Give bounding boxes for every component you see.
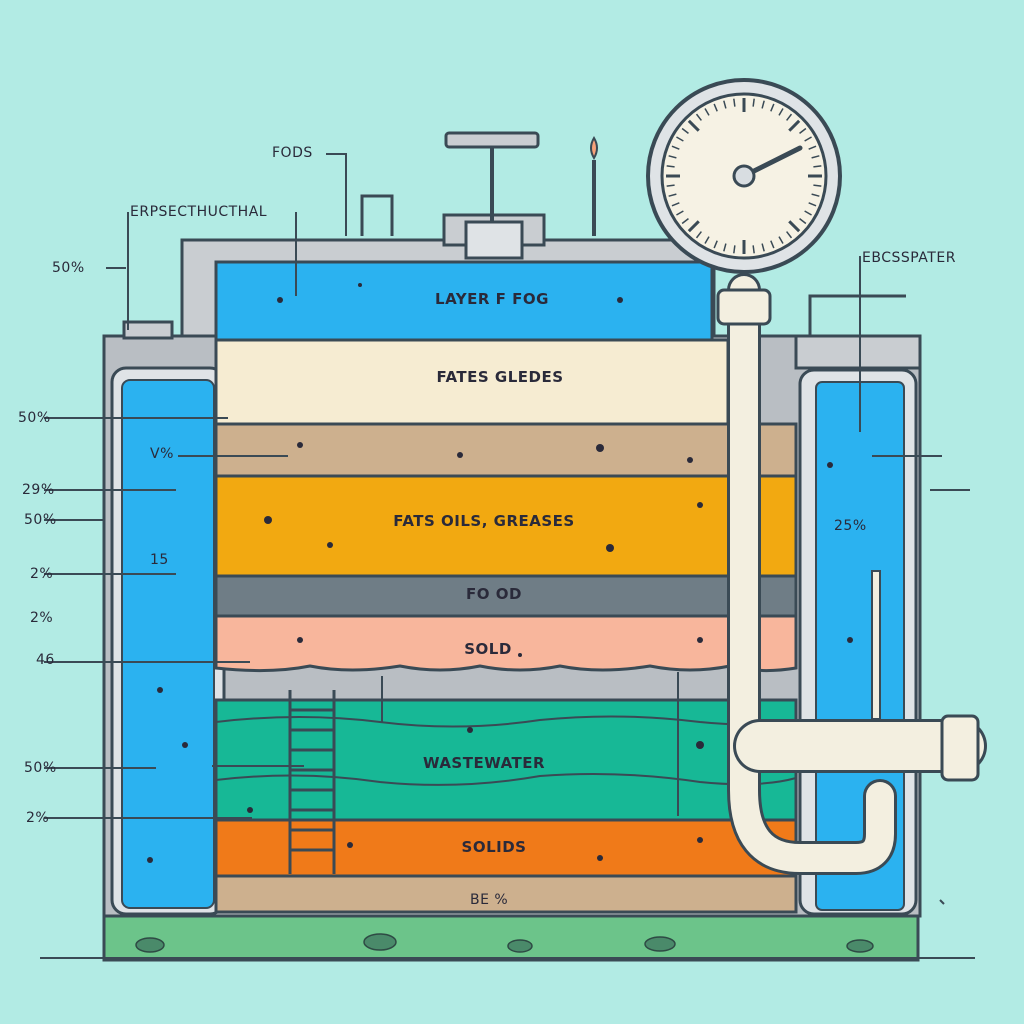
right-bracket-pipe bbox=[808, 294, 906, 336]
gauge-tick bbox=[761, 243, 765, 252]
gauge-tick bbox=[668, 193, 677, 197]
layer-fates-gledes bbox=[214, 338, 730, 426]
gauge-tick bbox=[788, 220, 801, 233]
wastewater-mid-line bbox=[215, 773, 797, 786]
valve-body bbox=[464, 220, 524, 260]
callout-top-left: ERPSECTHUCTHAL bbox=[130, 204, 268, 220]
callout-top-right: EBCSSPATER bbox=[862, 250, 956, 266]
gauge-tick bbox=[704, 236, 710, 244]
left-scale-label: 50% bbox=[24, 760, 57, 776]
left-scale-label: 46 bbox=[36, 652, 55, 668]
left-scale-label: 2% bbox=[30, 566, 54, 582]
ground-rocks bbox=[135, 933, 874, 953]
gauge-tick bbox=[808, 145, 817, 150]
gauge-tick bbox=[761, 100, 765, 109]
gauge-tick bbox=[666, 184, 675, 187]
gauge-tick bbox=[811, 155, 820, 159]
callout-right-tank-pct: 25% bbox=[834, 518, 867, 534]
gauge-tick bbox=[713, 240, 718, 249]
left-top-cap bbox=[122, 320, 174, 340]
ground-strip bbox=[102, 910, 920, 962]
layer-label-fog: LAYER F FOG bbox=[435, 290, 549, 308]
gauge-tick bbox=[695, 231, 702, 239]
gauge-tick bbox=[713, 103, 718, 112]
gauge-tick bbox=[723, 243, 727, 252]
gauge-tick bbox=[676, 210, 684, 216]
vent-flame-icon bbox=[590, 136, 598, 160]
gauge-collar bbox=[716, 288, 772, 326]
ladder bbox=[288, 690, 336, 874]
layer-fog bbox=[214, 260, 714, 342]
gauge-pipe-inner bbox=[730, 276, 894, 872]
gauge-tick bbox=[681, 218, 689, 225]
right-top-cap bbox=[794, 334, 922, 370]
wastewater-surface-line bbox=[215, 715, 797, 728]
gauge-tick bbox=[733, 245, 736, 254]
gauge-tick bbox=[813, 184, 822, 187]
gauge-tick bbox=[681, 127, 689, 134]
left-chamber-water bbox=[121, 379, 215, 909]
gauge-tick bbox=[723, 100, 727, 109]
layer-label-sold: SOLD bbox=[464, 640, 512, 658]
callout-leaders bbox=[44, 153, 970, 905]
gauge-tick bbox=[804, 136, 812, 142]
gauge-tick bbox=[788, 119, 801, 132]
layer-label-fats-oils-greases: FATS OILS, GREASES bbox=[393, 512, 575, 530]
left-scale-label: 29% bbox=[22, 482, 55, 498]
gauge-tick bbox=[778, 236, 784, 244]
gauge-tick bbox=[687, 220, 700, 233]
gauge-tick bbox=[811, 193, 820, 197]
small-pipe bbox=[360, 194, 394, 236]
gauge-hub bbox=[732, 164, 756, 188]
gauge-ticks bbox=[666, 98, 822, 254]
callout-15: 15 bbox=[150, 552, 169, 568]
gauge-tick bbox=[770, 240, 775, 249]
left-scale-label: 50% bbox=[24, 512, 57, 528]
gauge-tick bbox=[808, 202, 817, 207]
callout-bottom: BE % bbox=[470, 892, 509, 908]
gauge-tick bbox=[752, 245, 755, 254]
outlet-flange bbox=[940, 714, 980, 782]
gauge-tick bbox=[770, 103, 775, 112]
gauge-tick bbox=[687, 119, 700, 132]
gauge-tick bbox=[671, 202, 680, 207]
tank-floor bbox=[214, 874, 798, 914]
gauge-tick bbox=[786, 231, 793, 239]
layer-label-fates-gledes: FATES GLEDES bbox=[436, 368, 564, 386]
gauge-tick bbox=[786, 113, 793, 121]
gauge-tick bbox=[676, 136, 684, 142]
layer-fats-oils-greases bbox=[214, 474, 798, 578]
layer-label-food: FO OD bbox=[466, 585, 522, 603]
callout-fods: FODS bbox=[272, 145, 313, 161]
gauge-tick bbox=[695, 113, 702, 121]
gauge-tick bbox=[671, 145, 680, 150]
gauge-tick bbox=[799, 218, 807, 225]
left-scale-label: 2% bbox=[30, 610, 54, 626]
gauge-tick bbox=[799, 127, 807, 134]
layer-label-solids: SOLIDS bbox=[461, 838, 527, 856]
gauge-tick bbox=[752, 98, 755, 107]
gauge-tick bbox=[666, 165, 675, 168]
gauge-tick bbox=[813, 165, 822, 168]
gauge-tick bbox=[704, 108, 710, 116]
layer-food bbox=[214, 574, 798, 618]
left-scale-label: 50% bbox=[52, 260, 85, 276]
left-scale-label: 2% bbox=[26, 810, 50, 826]
gauge-tick bbox=[778, 108, 784, 116]
valve-handle bbox=[444, 131, 540, 149]
gauge-tick bbox=[733, 98, 736, 107]
callout-v-pct: V% bbox=[150, 446, 174, 462]
gauge-tick bbox=[804, 210, 812, 216]
layer-speckles bbox=[147, 283, 873, 863]
layer-tan bbox=[214, 422, 798, 478]
left-scale-label: 50% bbox=[18, 410, 51, 426]
gauge-tick bbox=[668, 155, 677, 159]
layer-label-wastewater: WASTEWATER bbox=[422, 754, 546, 772]
